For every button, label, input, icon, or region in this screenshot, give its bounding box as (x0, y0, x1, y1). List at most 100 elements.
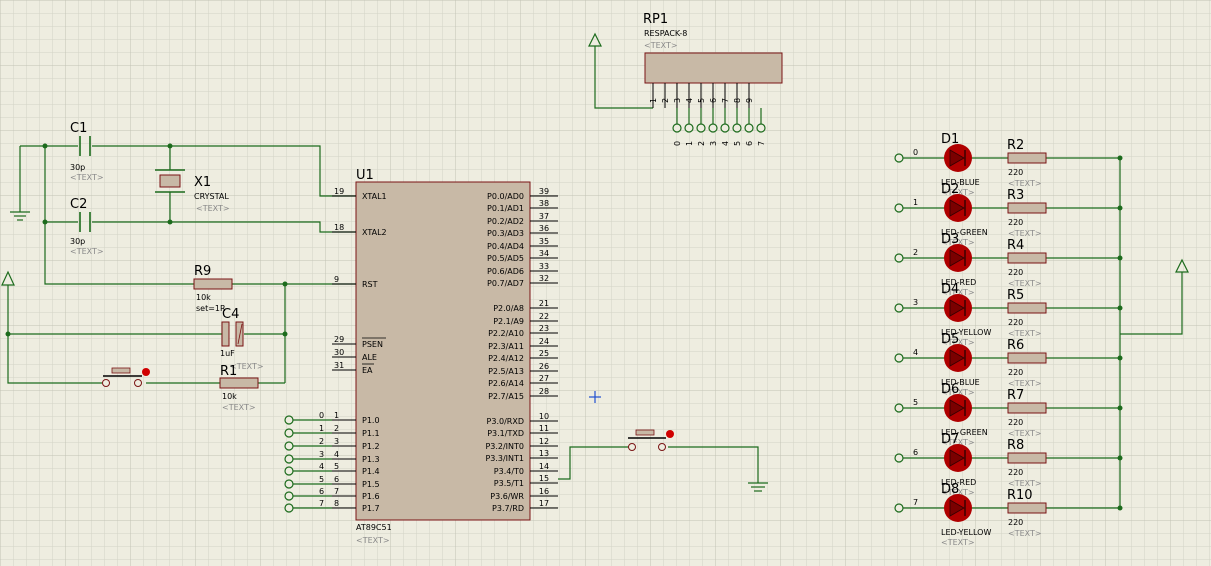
bus-junction (1117, 455, 1123, 461)
capacitor-c4[interactable] (221, 321, 244, 347)
led-resistor[interactable] (1007, 502, 1047, 514)
mcu-pin-label: PSEN (362, 340, 383, 349)
led-placeholder: <TEXT> (941, 338, 975, 347)
mcu-pin-label: P0.0/AD0 (487, 192, 524, 201)
mcu-pin-label: P1.2 (362, 442, 380, 451)
led-diode[interactable] (944, 144, 972, 172)
p1-terminal[interactable] (284, 479, 294, 489)
mcu-pin-number: 1 (334, 411, 339, 420)
reset-pushbutton[interactable] (102, 367, 151, 387)
p1-terminal[interactable] (284, 466, 294, 476)
led-resistor[interactable] (1007, 352, 1047, 364)
led-input-terminal[interactable] (894, 503, 904, 513)
led-input-terminal[interactable] (894, 353, 904, 363)
led-terminal-label: 6 (913, 448, 918, 457)
led-input-terminal[interactable] (894, 253, 904, 263)
mcu-pin-number: 11 (539, 424, 549, 433)
resistor-placeholder: <TEXT> (1008, 279, 1042, 288)
led-resistor[interactable] (1007, 202, 1047, 214)
mcu-pin-label: P3.5/T1 (494, 479, 524, 488)
capacitor-c2[interactable] (79, 212, 91, 232)
mcu-pin-number: 22 (539, 312, 549, 321)
mcu-u1[interactable]: U1 AT89C51 <TEXT> 19XTAL118XTAL29RST29PS… (284, 168, 558, 545)
led-diode[interactable] (944, 194, 972, 222)
resistor-r9[interactable] (193, 278, 233, 290)
led-diode[interactable] (944, 444, 972, 472)
led-diode[interactable] (944, 344, 972, 372)
p1-terminal[interactable] (284, 415, 294, 425)
p1-terminal[interactable] (284, 441, 294, 451)
led-placeholder: <TEXT> (941, 288, 975, 297)
mcu-pin-label: XTAL1 (362, 192, 387, 201)
r9-value: 10k (196, 293, 211, 302)
bus-junction (1117, 355, 1123, 361)
led-resistor[interactable] (1007, 252, 1047, 264)
respack-terminal[interactable] (684, 123, 694, 133)
mcu-pin-label: P2.4/A12 (488, 354, 524, 363)
mcu-pin-number: 9 (334, 275, 339, 284)
respack-terminal[interactable] (708, 123, 718, 133)
bus-junction (1117, 305, 1123, 311)
mcu-pin-number: 12 (539, 437, 549, 446)
led-input-terminal[interactable] (894, 453, 904, 463)
led-resistor[interactable] (1007, 302, 1047, 314)
mcu-placeholder: <TEXT> (356, 536, 390, 545)
led-resistor[interactable] (1007, 152, 1047, 164)
diode-triangle-icon (949, 499, 965, 517)
respack-terminal[interactable] (696, 123, 706, 133)
p1-terminal-label: 2 (319, 437, 324, 446)
mcu-pin-label: P3.6/WR (490, 492, 524, 501)
resistor-placeholder: <TEXT> (1008, 529, 1042, 538)
mcu-body[interactable] (355, 181, 531, 521)
led-ref: D3 (941, 232, 959, 247)
led-type: LED-BLUE (941, 178, 980, 187)
input-pushbutton[interactable] (628, 429, 674, 451)
p1-terminal[interactable] (284, 503, 294, 513)
p1-terminal[interactable] (284, 454, 294, 464)
led-diode[interactable] (944, 394, 972, 422)
respack-pin-number: 8 (733, 98, 742, 103)
mcu-pin-label: P2.3/A11 (488, 342, 524, 351)
diode-triangle-icon (949, 299, 965, 317)
led-resistor[interactable] (1007, 402, 1047, 414)
diode-triangle-icon (949, 399, 965, 417)
led-resistor[interactable] (1007, 452, 1047, 464)
mcu-pin-number: 25 (539, 349, 549, 358)
led-diode[interactable] (944, 294, 972, 322)
respack-body[interactable] (644, 52, 783, 84)
led-input-terminal[interactable] (894, 153, 904, 163)
respack-terminal[interactable] (744, 123, 754, 133)
led-input-terminal[interactable] (894, 403, 904, 413)
crystal-x1[interactable] (155, 169, 185, 193)
capacitor-c1[interactable] (79, 136, 91, 156)
mcu-pin-label: P3.0/RXD (487, 417, 524, 426)
resistor-r1[interactable] (219, 377, 259, 389)
ground-symbol-right (748, 482, 768, 492)
mcu-pin-number: 29 (334, 335, 344, 344)
mcu-pin-label: P0.3/AD3 (487, 229, 524, 238)
power-arrow-left (1, 270, 15, 286)
p1-terminal[interactable] (284, 491, 294, 501)
respack-terminal[interactable] (720, 123, 730, 133)
led-ref: D5 (941, 332, 959, 347)
mcu-pin-number: 26 (539, 362, 549, 371)
mcu-pin-number: 30 (334, 348, 344, 357)
led-diode[interactable] (944, 494, 972, 522)
respack-terminal[interactable] (756, 123, 766, 133)
led-input-terminal[interactable] (894, 203, 904, 213)
p1-terminal[interactable] (284, 428, 294, 438)
resistor-ref: R10 (1007, 488, 1033, 503)
respack-terminal[interactable] (672, 123, 682, 133)
respack-terminal[interactable] (732, 123, 742, 133)
led-ref: D7 (941, 432, 959, 447)
c1-value: 30p (70, 163, 85, 172)
led-diode[interactable] (944, 244, 972, 272)
resistor-ref: R4 (1007, 238, 1024, 253)
x1-placeholder: <TEXT> (196, 204, 230, 213)
led-input-terminal[interactable] (894, 303, 904, 313)
p1-terminal-label: 3 (319, 450, 324, 459)
